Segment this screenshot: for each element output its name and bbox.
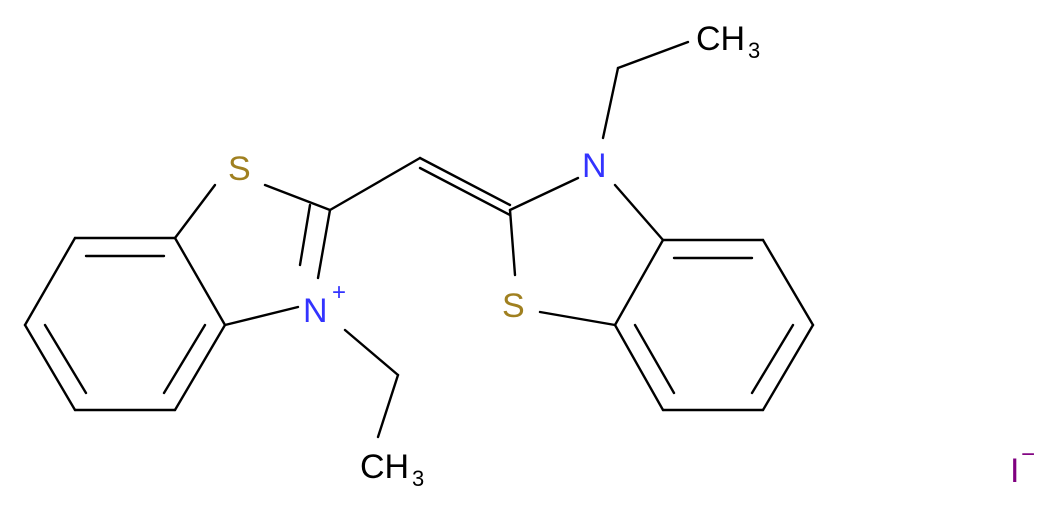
nitrogen-label-right: N [582, 147, 607, 185]
right-ethyl-group [601, 40, 690, 140]
right-thiazole-ring [508, 176, 665, 327]
right-benzene-ring [613, 238, 815, 412]
left-ethyl-group [343, 328, 400, 439]
negative-charge-label: − [1021, 441, 1035, 468]
left-benzene-ring [23, 236, 227, 412]
left-thiazole-ring [173, 183, 332, 327]
sulfur-label-right: S [502, 287, 525, 325]
methine-bridge [328, 156, 512, 217]
methyl-subscript-bottom: 3 [412, 466, 424, 491]
methyl-label-top: CH [696, 20, 745, 58]
positive-charge-label: + [332, 279, 346, 306]
methyl-subscript-top: 3 [748, 38, 760, 63]
nitrogen-label-left: N [303, 292, 328, 330]
methyl-label-bottom: CH [360, 448, 409, 486]
iodide-label: I [1010, 452, 1019, 490]
sulfur-label-left: S [228, 150, 251, 188]
